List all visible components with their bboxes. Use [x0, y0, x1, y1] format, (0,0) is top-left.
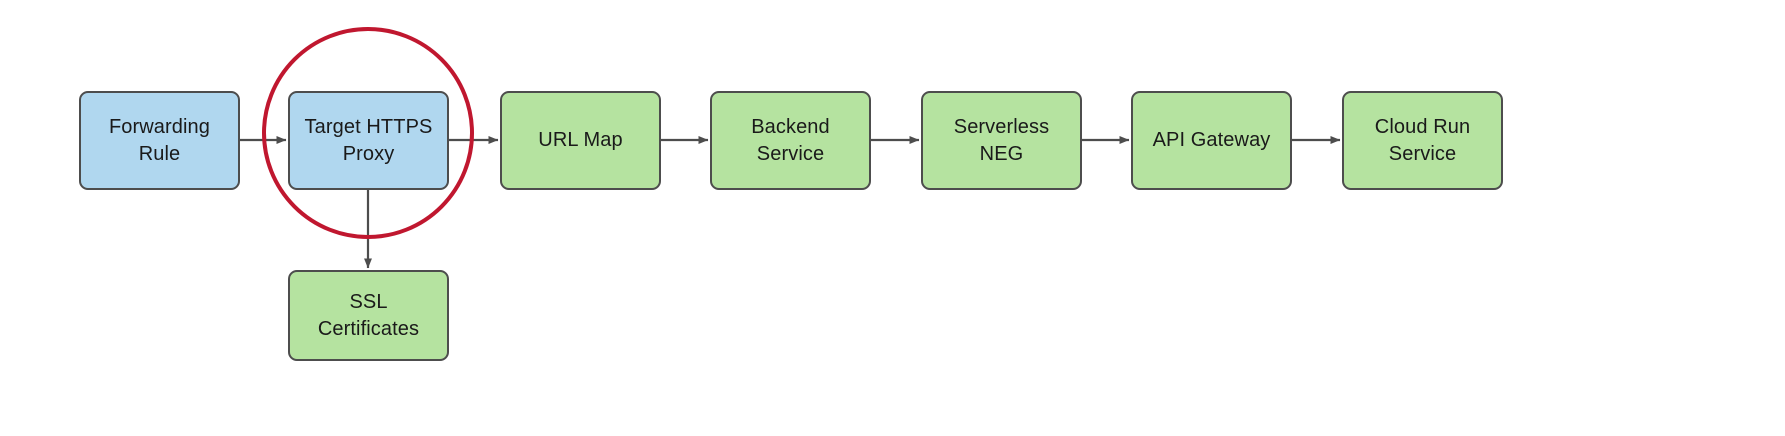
node-label-api-gateway: API Gateway [1152, 129, 1271, 151]
node-label-backend-service: Backend Service [751, 115, 830, 165]
node-cloud-run-service[interactable]: Cloud Run Service [1342, 91, 1503, 190]
node-ssl-certificates[interactable]: SSL Certificates [288, 270, 449, 361]
node-backend-service[interactable]: Backend Service [710, 91, 871, 190]
node-label-forwarding-rule: Forwarding Rule [108, 115, 211, 165]
node-forwarding-rule[interactable]: Forwarding Rule [79, 91, 240, 190]
node-url-map[interactable]: URL Map [500, 91, 661, 190]
node-label-serverless-neg: Serverless NEG [953, 115, 1050, 165]
node-label-target-https-proxy: Target HTTPS Proxy [304, 115, 433, 165]
node-target-https-proxy[interactable]: Target HTTPS Proxy [288, 91, 449, 190]
node-label-url-map: URL Map [538, 129, 623, 151]
node-label-cloud-run-service: Cloud Run Service [1374, 115, 1471, 165]
node-serverless-neg[interactable]: Serverless NEG [921, 91, 1082, 190]
node-label-ssl-certificates: SSL Certificates [317, 290, 420, 340]
node-api-gateway[interactable]: API Gateway [1131, 91, 1292, 190]
